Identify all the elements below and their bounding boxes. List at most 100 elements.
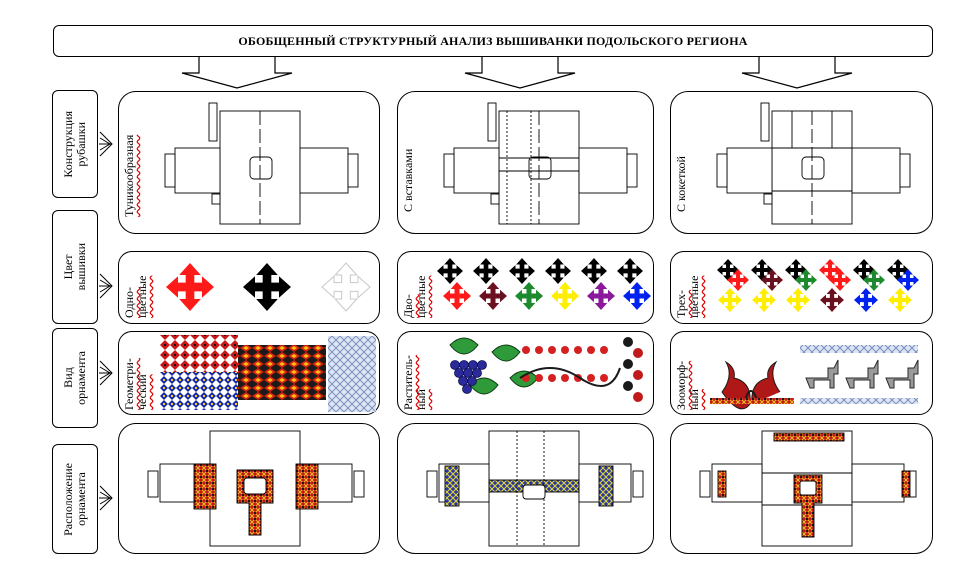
cross-symbol xyxy=(761,269,783,291)
ornament-leaf xyxy=(491,344,521,362)
ornament-vine xyxy=(519,367,621,387)
ornament-rosette xyxy=(633,370,643,380)
cross-symbol xyxy=(829,269,851,291)
placement-cuff-right xyxy=(632,470,644,498)
cross-symbol xyxy=(888,288,912,312)
shirt-collar-strip xyxy=(760,102,770,142)
ornament-berry xyxy=(561,374,569,382)
ornament-horse xyxy=(845,359,879,389)
shirt-collar-strip xyxy=(487,102,497,142)
shirt-cuff-right xyxy=(899,153,911,188)
diagram-title: ОБОБЩЕННЫЙ СТРУКТУРНЫЙ АНАЛИЗ ВЫШИВАНКИ … xyxy=(53,25,933,57)
ornament-leaf xyxy=(449,337,479,355)
ornament-zoo-frieze xyxy=(800,398,918,404)
cross-symbol xyxy=(752,288,776,312)
ornament-grape xyxy=(462,384,472,394)
placement-cuff-left xyxy=(426,470,438,498)
panel-color-three: Трех- цветные xyxy=(670,251,933,324)
ornament-band-right xyxy=(901,470,911,498)
shirt-diagrams xyxy=(147,102,917,547)
cross-symbol xyxy=(479,282,507,310)
ornament-berry xyxy=(600,374,608,382)
row-label-construction: Конструкция рубашки xyxy=(52,90,98,198)
ornament-rosette xyxy=(633,392,643,402)
placement-sleeve-right xyxy=(851,463,905,503)
shirt-cuff-left xyxy=(443,153,455,188)
cross-symbol xyxy=(243,263,291,311)
shirt-gusset xyxy=(211,193,221,205)
cross-symbol xyxy=(887,259,909,281)
row-arrow xyxy=(99,131,113,157)
ornament-rosette xyxy=(623,359,633,369)
placement-cuff-left xyxy=(699,470,711,498)
ornament-grape xyxy=(467,376,477,386)
ornament-bird-base xyxy=(710,398,794,404)
cross-symbol xyxy=(551,282,579,310)
cross-symbol xyxy=(437,258,463,284)
ornament-rosette xyxy=(623,337,633,347)
cross-symbol xyxy=(727,269,749,291)
ornament-grape xyxy=(472,368,482,378)
ornament-berry xyxy=(535,346,543,354)
ornament-grape xyxy=(463,368,473,378)
placement-neck-hole xyxy=(243,477,267,495)
shirt-cuff-left xyxy=(716,153,728,188)
ornament-horse xyxy=(805,359,839,389)
ornament-zoo-frieze xyxy=(800,345,918,353)
row-label-color: Цвет вышивки xyxy=(52,210,98,324)
ornament-berry xyxy=(522,346,530,354)
shirt-sleeve-right xyxy=(299,147,349,194)
ornament-grape xyxy=(454,368,464,378)
ornament-band-left xyxy=(193,463,217,510)
ornament-horse xyxy=(885,359,919,389)
shirt-cuff-left xyxy=(164,153,176,188)
shirt-neck xyxy=(528,156,552,180)
cross-symbol xyxy=(718,288,742,312)
ornament-grape xyxy=(459,360,469,370)
shirt-cuff-right xyxy=(626,153,638,188)
ornament-branch xyxy=(744,390,758,401)
arrows-group xyxy=(181,57,853,89)
ornament-band-left xyxy=(444,465,460,507)
ornament-grape xyxy=(468,360,478,370)
row-arrow xyxy=(99,360,113,386)
ornament-berry xyxy=(535,374,543,382)
placement-neck-hole xyxy=(522,484,546,500)
shirt-sleeve-left xyxy=(453,147,500,194)
ornament-berry xyxy=(600,346,608,354)
placement-cuff-right xyxy=(353,470,365,498)
title-down-arrow xyxy=(181,57,293,89)
ornament-band-left xyxy=(717,470,727,498)
row-arrow xyxy=(99,273,113,299)
ornament-yoke-top xyxy=(773,432,845,442)
ornament-berry xyxy=(548,346,556,354)
cross-symbol xyxy=(853,259,875,281)
shirt-collar-strip xyxy=(208,102,218,142)
ornament-band-right xyxy=(598,465,614,507)
shirt-neck xyxy=(801,156,825,180)
shirt-neck xyxy=(249,156,273,180)
row-arrow xyxy=(99,485,113,511)
cross-symbol xyxy=(473,258,499,284)
cross-symbol xyxy=(443,282,471,310)
title-down-arrow xyxy=(464,57,576,89)
ornament-berry xyxy=(587,374,595,382)
shirt-cuff-right xyxy=(347,153,359,188)
shirt-sleeve-left xyxy=(174,147,221,194)
ornament-band-right xyxy=(295,463,319,510)
cross-symbol xyxy=(509,258,535,284)
ornament-berry xyxy=(548,374,556,382)
cross-symbol xyxy=(623,282,651,310)
placement-neck-hole xyxy=(799,480,817,496)
cross-symbol xyxy=(785,259,807,281)
ornament-leaf xyxy=(469,377,499,395)
cross-symbol xyxy=(863,269,885,291)
cross-symbol xyxy=(795,269,817,291)
cross-symbol xyxy=(617,258,643,284)
cross-symbol xyxy=(717,259,739,281)
cross-symbol xyxy=(515,282,543,310)
ornament-bird xyxy=(721,360,751,410)
ornament-images xyxy=(160,335,919,412)
